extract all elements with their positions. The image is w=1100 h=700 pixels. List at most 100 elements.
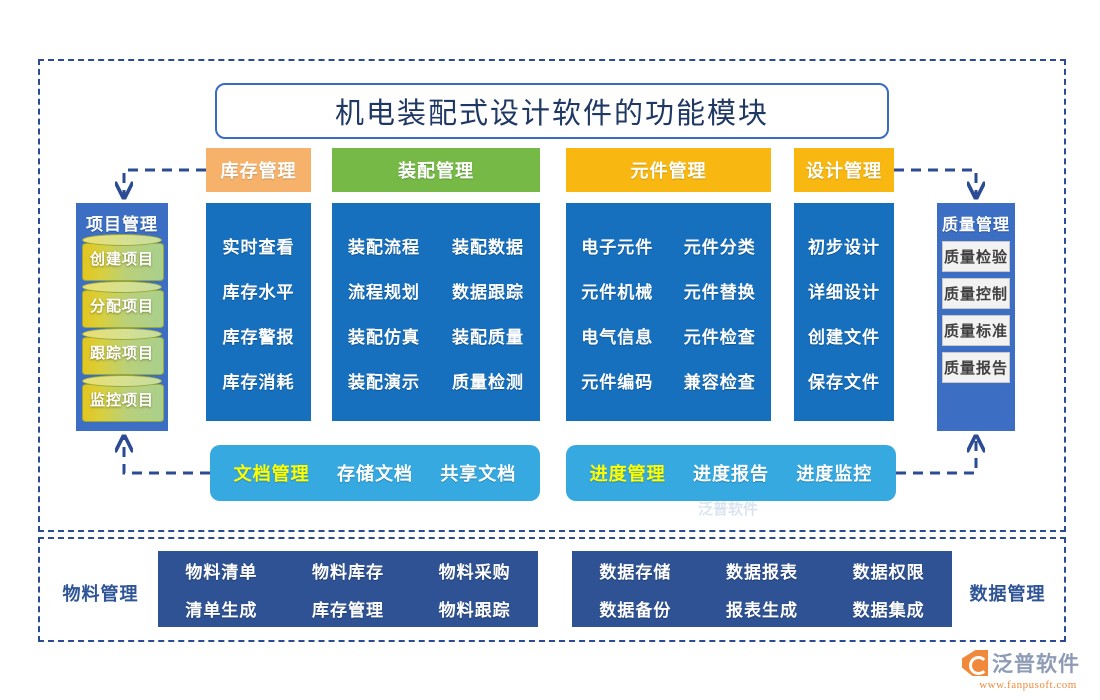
box-cell[interactable]: 数据权限	[852, 562, 925, 582]
column-row: 元件编码 兼容检查	[566, 358, 771, 403]
category-label: 元件管理	[630, 161, 707, 181]
box-cell[interactable]: 数据存储	[599, 562, 672, 582]
column-cell[interactable]: 装配流程	[348, 238, 420, 257]
diagram-title-box: 机电装配式设计软件的功能模块	[215, 83, 889, 139]
column-component: 电子元件 元件分类 元件机械 元件替换 电气信息 元件检查 元件编码 兼容检查	[566, 203, 771, 421]
bar-item[interactable]: 进度监控	[796, 464, 873, 484]
bar-head-label: 文档管理	[233, 464, 310, 484]
column-cell[interactable]: 库存消耗	[222, 373, 295, 392]
cylinder-item[interactable]: 创建项目	[82, 234, 164, 282]
column-row: 创建文件	[794, 313, 894, 358]
box-cell[interactable]: 报表生成	[725, 600, 798, 620]
watermark-text: 泛普软件	[698, 501, 759, 518]
column-cell[interactable]: 元件编码	[581, 373, 654, 392]
category-header-design[interactable]: 设计管理	[794, 148, 894, 192]
box-cell[interactable]: 清单生成	[185, 600, 258, 620]
box-cell[interactable]: 数据报表	[725, 562, 798, 582]
column-row: 详细设计	[794, 268, 894, 313]
cylinder-top	[82, 328, 162, 340]
column-cell[interactable]: 流程规划	[348, 283, 420, 302]
column-cell[interactable]: 保存文件	[808, 373, 880, 392]
bottom-dashed-region	[38, 537, 1066, 642]
bar-item[interactable]: 共享文档	[440, 464, 517, 484]
cylinder-top	[82, 234, 162, 246]
logo-name: 泛普软件	[992, 652, 1080, 676]
column-cell[interactable]: 数据跟踪	[452, 283, 524, 302]
column-row: 库存消耗	[206, 358, 311, 403]
column-project-management: 项目管理 创建项目 分配项目 跟踪项目 监控项目	[76, 203, 168, 431]
cylinder-top	[82, 375, 162, 387]
column-row: 装配演示 质量检测	[332, 358, 540, 403]
box-cell[interactable]: 数据集成	[852, 600, 925, 620]
main-dashed-region	[38, 59, 1066, 532]
cylinder-item[interactable]: 跟踪项目	[82, 328, 164, 376]
quality-item[interactable]: 质量控制	[942, 278, 1010, 309]
cylinder-label: 创建项目	[89, 252, 154, 268]
cylinder-label: 监控项目	[89, 393, 154, 409]
box-cell[interactable]: 库存管理	[311, 600, 384, 620]
category-header-component[interactable]: 元件管理	[566, 148, 771, 192]
logo-url: www.fanpusoft.com	[979, 679, 1077, 691]
box-cell[interactable]: 物料跟踪	[438, 600, 511, 620]
category-label: 装配管理	[398, 161, 474, 181]
diagram-title: 机电装配式设计软件的功能模块	[334, 98, 769, 130]
column-cell[interactable]: 创建文件	[808, 328, 880, 347]
column-row: 电子元件 元件分类	[566, 223, 771, 268]
bar-document-management[interactable]: 文档管理 存储文档 共享文档	[210, 445, 540, 501]
column-row: 库存警报	[206, 313, 311, 358]
quality-item[interactable]: 质量检验	[942, 241, 1010, 272]
bar-head-label: 进度管理	[589, 464, 666, 484]
category-label: 库存管理	[220, 161, 297, 181]
column-cell[interactable]: 电气信息	[581, 328, 654, 347]
bar-item[interactable]: 存储文档	[336, 464, 413, 484]
box-cell[interactable]: 物料清单	[185, 562, 258, 582]
cylinder-body	[82, 290, 164, 328]
column-design: 初步设计 详细设计 创建文件 保存文件	[794, 203, 894, 421]
bar-progress-management[interactable]: 进度管理 进度报告 进度监控	[566, 445, 896, 501]
bar-item[interactable]: 进度报告	[692, 464, 769, 484]
quality-item[interactable]: 质量标准	[942, 315, 1010, 346]
cylinder-label: 分配项目	[89, 299, 154, 315]
logo-row: 泛普软件	[962, 648, 1094, 678]
column-quality-management: 质量管理 质量检验 质量控制 质量标准 质量报告	[937, 203, 1015, 431]
column-cell[interactable]: 装配质量	[452, 328, 524, 347]
box-material-management: 物料清单 物料库存 物料采购 清单生成 库存管理 物料跟踪	[158, 551, 538, 627]
column-cell[interactable]: 实时查看	[222, 238, 295, 257]
watermark: 泛普软件	[698, 495, 858, 521]
cylinder-label: 跟踪项目	[89, 346, 154, 362]
column-row: 流程规划 数据跟踪	[332, 268, 540, 313]
column-title-quality: 质量管理	[941, 217, 1010, 234]
column-cell[interactable]: 装配仿真	[348, 328, 420, 347]
column-row: 初步设计	[794, 223, 894, 268]
column-cell[interactable]: 元件机械	[581, 283, 654, 302]
box-cell[interactable]: 物料采购	[438, 562, 511, 582]
cylinder-item[interactable]: 监控项目	[82, 375, 164, 423]
box-cell[interactable]: 物料库存	[311, 562, 384, 582]
column-inventory: 实时查看 库存水平 库存警报 库存消耗	[206, 203, 311, 421]
column-cell[interactable]: 质量检测	[452, 373, 524, 392]
quality-item[interactable]: 质量报告	[942, 352, 1010, 383]
column-row: 保存文件	[794, 358, 894, 403]
column-cell[interactable]: 装配演示	[348, 373, 420, 392]
company-logo: 泛普软件 www.fanpusoft.com	[962, 648, 1094, 694]
column-cell[interactable]: 详细设计	[808, 283, 880, 302]
cylinder-item[interactable]: 分配项目	[82, 281, 164, 329]
column-cell[interactable]: 元件替换	[683, 283, 756, 302]
box-row: 数据备份 报表生成 数据集成	[572, 589, 952, 627]
category-header-inventory[interactable]: 库存管理	[206, 148, 311, 192]
column-cell[interactable]: 库存警报	[222, 328, 295, 347]
column-row: 装配流程 装配数据	[332, 223, 540, 268]
column-cell[interactable]: 库存水平	[222, 283, 295, 302]
column-cell[interactable]: 兼容检查	[683, 373, 756, 392]
box-row: 清单生成 库存管理 物料跟踪	[158, 589, 538, 627]
column-cell[interactable]: 元件检查	[683, 328, 756, 347]
column-cell[interactable]: 装配数据	[452, 238, 524, 257]
box-cell[interactable]: 数据备份	[599, 600, 672, 620]
label-material-management: 物料管理	[62, 584, 139, 604]
column-row: 实时查看	[206, 223, 311, 268]
category-header-assembly[interactable]: 装配管理	[332, 148, 540, 192]
column-cell[interactable]: 初步设计	[808, 238, 880, 257]
column-cell[interactable]: 元件分类	[683, 238, 756, 257]
column-cell[interactable]: 电子元件	[581, 238, 654, 257]
